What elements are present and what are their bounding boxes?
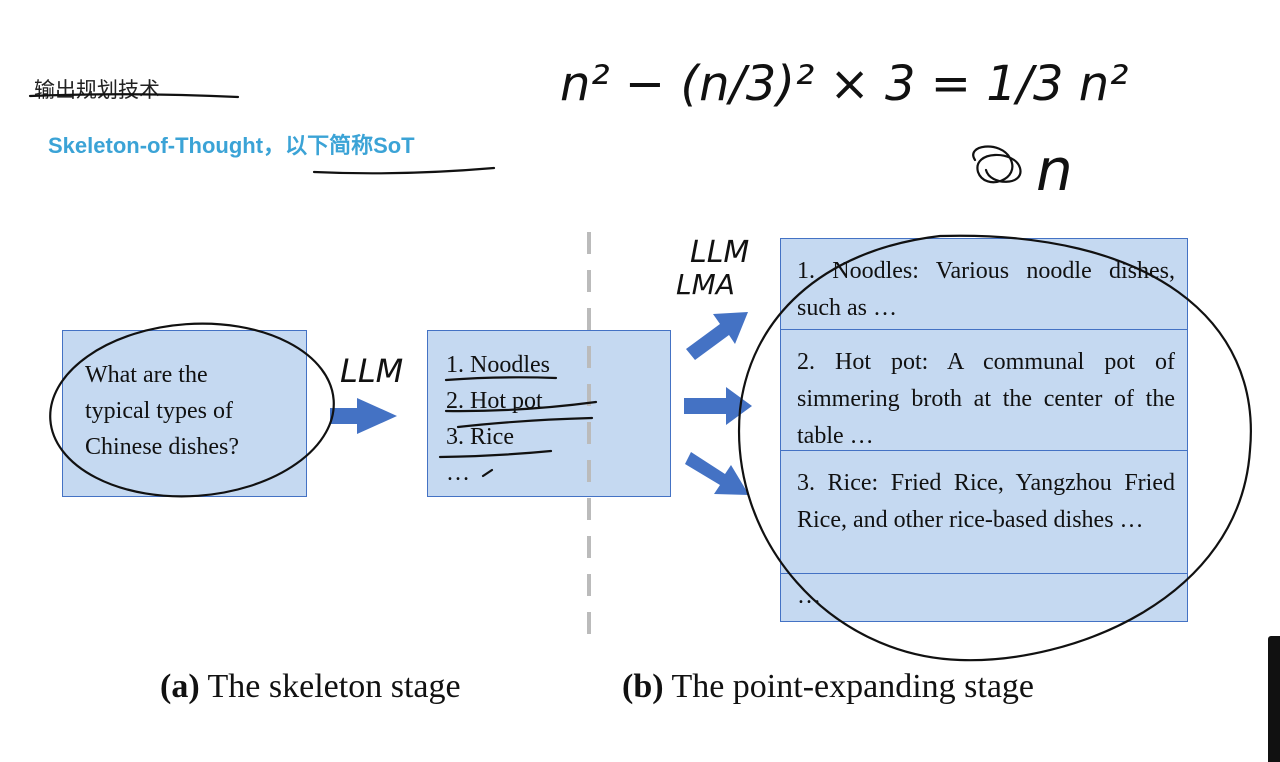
arrow-right-icon [330, 398, 397, 434]
question-line: typical types of [85, 398, 233, 424]
handwritten-note-llm: LLM [690, 235, 749, 270]
handwritten-note-llm: LLM [340, 352, 403, 390]
question-line: What are the [85, 362, 208, 388]
caption-a: (a) The skeleton stage [160, 668, 461, 706]
question-box: What are the typical types of Chinese di… [62, 330, 307, 497]
arrow-up-right-icon [686, 312, 748, 360]
caption-b-text: The point-expanding stage [663, 668, 1035, 705]
caption-a-label: (a) [160, 668, 200, 705]
handwritten-underline [312, 166, 496, 175]
slide-subtitle: Skeleton-of-Thought，以下简称SoT [48, 133, 415, 158]
watermark-logo [1268, 636, 1280, 762]
arrow-down-right-icon [685, 452, 749, 495]
handwritten-note-n: n [1036, 136, 1073, 204]
expanded-points-box: 1. Noodles: Various noodle dishes, such … [780, 238, 1188, 622]
question-line: Chinese dishes? [85, 434, 239, 460]
caption-b-label: (b) [622, 668, 664, 705]
scribble-mark [972, 145, 1022, 184]
caption-a-text: The skeleton stage [199, 668, 461, 705]
skeleton-item: 2. Hot pot [446, 388, 543, 414]
expanded-point: 3. Rice: Fried Rice, Yangzhou Fried Rice… [781, 451, 1187, 574]
handwritten-formula: n² − (n/3)² × 3 = 1/3 n² [560, 56, 1128, 112]
caption-b: (b) The point-expanding stage [622, 668, 1034, 706]
skeleton-item: 1. Noodles [446, 352, 550, 378]
skeleton-box: 1. Noodles 2. Hot pot 3. Rice … [427, 330, 671, 497]
crossed-out-title: 输出规划技术 [34, 78, 160, 102]
arrow-right-icon [684, 387, 752, 425]
skeleton-item: … [446, 460, 470, 486]
expanded-point: … [797, 583, 821, 609]
handwritten-note-lma: LMA [676, 268, 735, 301]
skeleton-item: 3. Rice [446, 424, 514, 450]
expanded-point: 1. Noodles: Various noodle dishes, such … [781, 239, 1187, 330]
expanded-point: 2. Hot pot: A communal pot of simmering … [781, 330, 1187, 451]
